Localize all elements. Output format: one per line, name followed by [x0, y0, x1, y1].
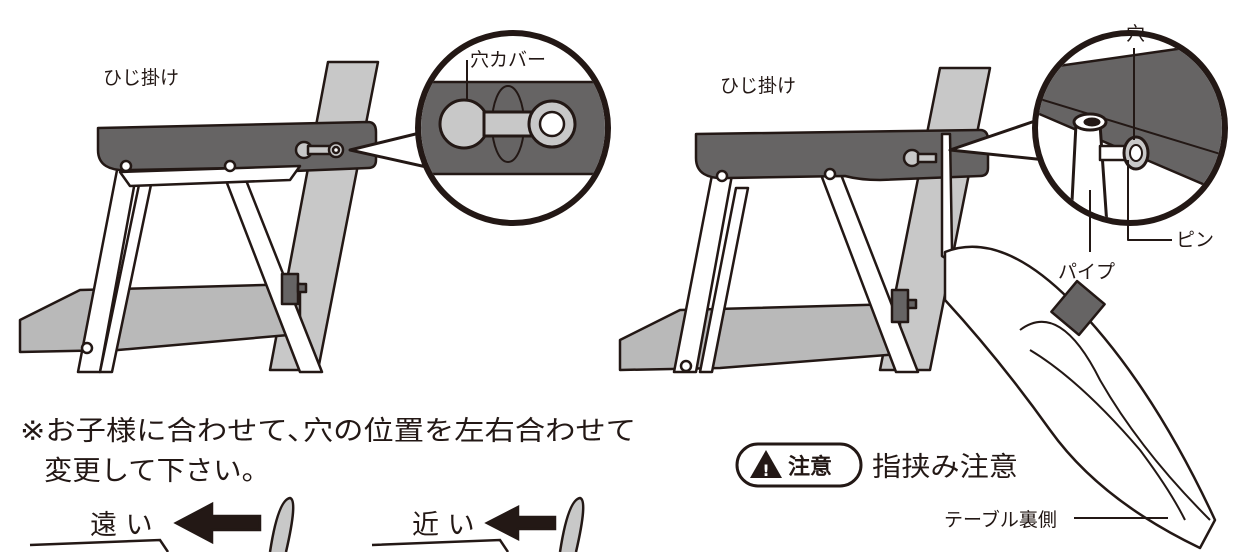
left-callout-hole-cover-bar: [482, 110, 536, 138]
right-table-clip: [1050, 279, 1106, 337]
left-chair: [18, 60, 380, 374]
label-armrest-right: ひじ掛け: [720, 75, 796, 97]
left-latch-tab: [296, 282, 308, 294]
right-callout-pipe-hole: [1083, 117, 1101, 127]
near-chair-arm: [371, 538, 510, 552]
label-table-back: テーブル裏側: [944, 508, 1057, 531]
caution-badge-label: 注意: [788, 454, 832, 480]
right-chair: [618, 66, 1217, 550]
far-arrow: [173, 501, 262, 545]
left-callout: [348, 30, 611, 226]
note-line-2: 変更して下さい。: [44, 456, 270, 487]
left-seat: [18, 282, 302, 354]
near-chair-back: [558, 496, 585, 552]
left-rivet-2: [223, 159, 237, 173]
near-direction: [371, 496, 585, 552]
label-pin: ピン: [1176, 229, 1214, 251]
direction-far-label: 遠 い: [90, 510, 153, 541]
right-table-inner: [1029, 349, 1186, 521]
left-latch: [280, 272, 300, 306]
pin-leader: [1127, 160, 1172, 241]
left-rivet-1: [119, 159, 133, 173]
far-chair-arm: [29, 538, 170, 552]
right-callout-hole-inner: [1129, 144, 1143, 162]
left-callout-hole-inner: [538, 110, 566, 138]
right-latch: [890, 288, 910, 324]
warning-triangle-icon: [750, 450, 782, 478]
right-rivet-3: [679, 359, 693, 373]
far-direction: [29, 496, 295, 552]
near-arrow: [484, 504, 557, 542]
label-armrest-left: ひじ掛け: [103, 67, 179, 89]
label-pipe: パイプ: [1058, 261, 1115, 283]
note-line-1: ※お子様に合わせて､穴の位置を左右合わせて: [20, 416, 636, 447]
left-callout-pin-knob: [438, 98, 490, 150]
direction-near-label: 近 い: [412, 510, 475, 541]
left-rivet-3: [80, 341, 94, 355]
right-armrest: [694, 128, 990, 182]
right-small-bar: [916, 152, 938, 164]
right-inner-leg: [698, 186, 750, 374]
caution-badge: !: [735, 442, 863, 488]
left-small-hole-inner: [331, 145, 341, 155]
caution-text: 指挟み注意: [872, 452, 1018, 483]
left-arm-band: [118, 164, 302, 188]
right-rivet-2: [823, 167, 837, 181]
right-table-tray: [943, 245, 1217, 550]
right-rivet-1: [715, 169, 729, 183]
right-table-rim: [1019, 320, 1211, 521]
right-callout: [948, 30, 1228, 252]
label-hole-cover: 穴カバー: [470, 49, 546, 71]
label-hole: 穴: [1126, 23, 1145, 45]
right-latch-tab: [906, 298, 918, 310]
left-armrest: [96, 120, 378, 174]
far-chair-back: [268, 496, 295, 552]
right-seat: [618, 302, 902, 372]
warning-triangle-mark: !: [762, 461, 769, 480]
